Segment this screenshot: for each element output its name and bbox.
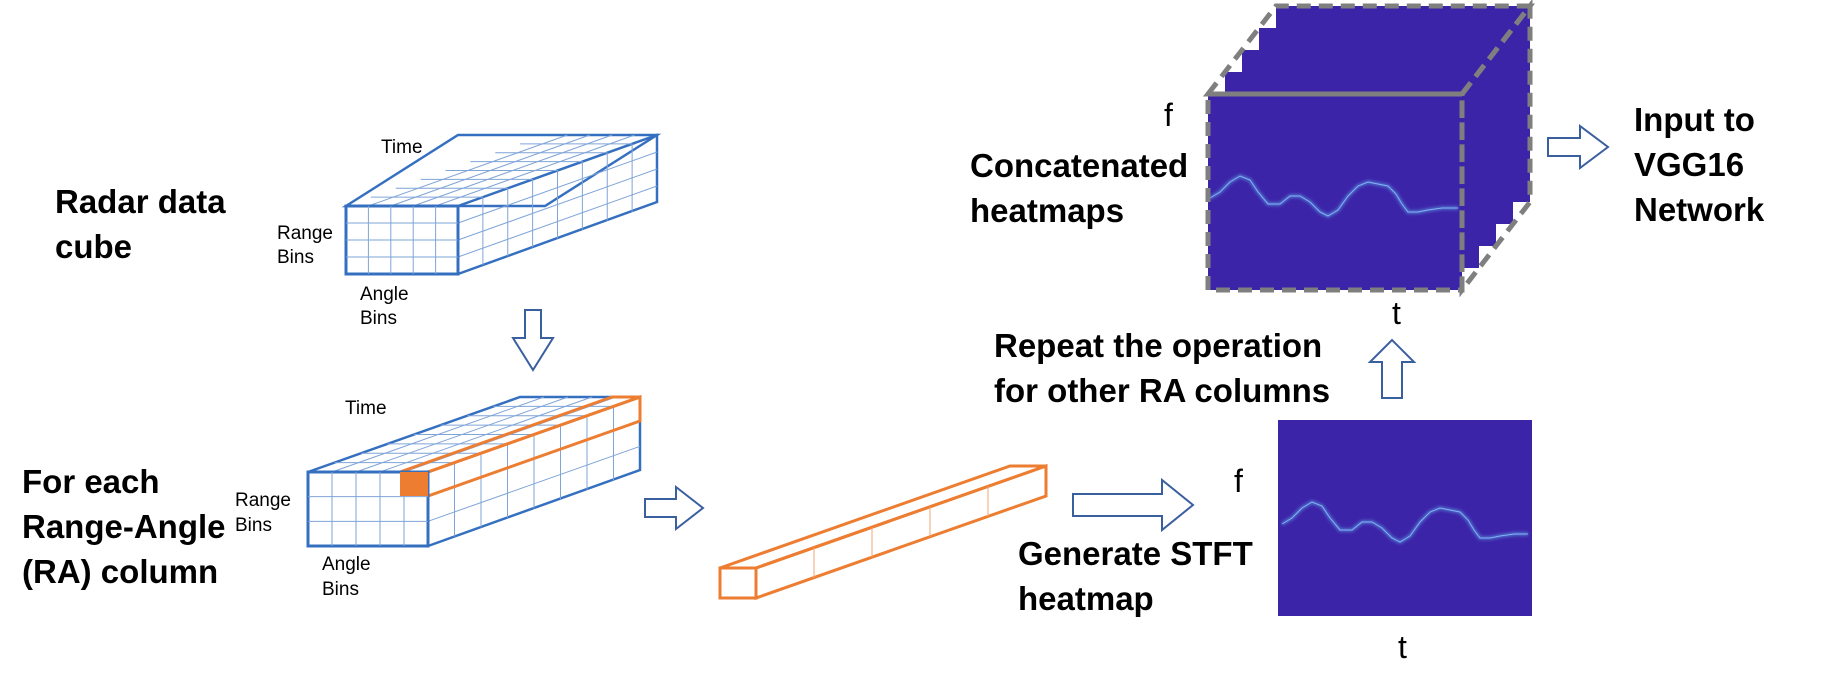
grid-line xyxy=(457,185,658,258)
cube2-angle-label-1: Angle xyxy=(322,554,371,575)
up-arrow-icon xyxy=(1367,338,1417,399)
cube1-time-label: Time xyxy=(381,137,423,158)
heatmap-layer-0 xyxy=(1208,94,1462,290)
cube1-front-grid xyxy=(346,206,458,274)
right-arrow-icon xyxy=(1072,477,1195,533)
concat-t-label: t xyxy=(1392,295,1401,331)
cube1-angle-label-1: Angle xyxy=(360,284,409,305)
for-each-label-1: For each xyxy=(22,463,160,500)
radar-cube-label-1: Radar data xyxy=(55,183,226,220)
cube2-front-grid xyxy=(308,472,428,546)
stft-heatmap-background xyxy=(1278,420,1532,616)
cube2-angle-label-2: Bins xyxy=(322,579,359,600)
right-arrow-icon xyxy=(1547,124,1610,170)
stack-front-dashed xyxy=(1205,91,1465,293)
concatenated-label-2: heatmaps xyxy=(970,192,1124,229)
stack-side-dashed xyxy=(1459,0,1533,298)
stft-t-label: t xyxy=(1398,629,1407,665)
concat-f-label: f xyxy=(1164,97,1173,133)
cube1-range-label-1: Range xyxy=(277,223,333,244)
grid-line xyxy=(457,151,658,224)
generate-stft-label-1: Generate STFT xyxy=(1018,535,1253,572)
stft-trace-core xyxy=(1281,501,1528,543)
radar-cube-ra-column xyxy=(306,394,642,548)
input-vgg-label-2: VGG16 xyxy=(1634,146,1744,183)
radar-data-cube xyxy=(341,133,662,276)
repeat-label-1: Repeat the operation xyxy=(994,327,1322,364)
extracted-ra-column xyxy=(718,463,1048,601)
concatenated-label-1: Concatenated xyxy=(970,147,1188,184)
cube2-time-label: Time xyxy=(345,398,387,419)
radar-cube-label-2: cube xyxy=(55,228,132,265)
column-side-grid xyxy=(813,486,989,578)
concatenated-heatmaps xyxy=(1202,0,1536,298)
repeat-label-2: for other RA columns xyxy=(994,372,1330,409)
input-vgg-label-3: Network xyxy=(1634,191,1765,228)
stft-f-label: f xyxy=(1234,463,1243,499)
for-each-label-2: Range-Angle xyxy=(22,508,226,545)
column-front-face xyxy=(718,566,758,600)
input-vgg-label-1: Input to xyxy=(1634,101,1755,138)
ra-cell-highlight xyxy=(400,472,428,496)
generate-stft-label-2: heatmap xyxy=(1018,580,1154,617)
grid-line xyxy=(427,445,641,522)
right-arrow-icon xyxy=(644,484,705,532)
column-side-face xyxy=(754,463,1048,601)
cube1-side-grid xyxy=(457,143,658,266)
down-arrow-icon xyxy=(511,309,555,372)
cube1-top-grid xyxy=(368,134,635,207)
stft-heatmap xyxy=(1278,420,1532,616)
cube2-range-label-2: Bins xyxy=(235,515,272,536)
cube1-angle-label-2: Bins xyxy=(360,308,397,329)
cube2-range-label-1: Range xyxy=(235,490,291,511)
cube1-range-label-2: Bins xyxy=(277,247,314,268)
for-each-label-3: (RA) column xyxy=(22,553,218,590)
concatenated-trace-core xyxy=(1209,175,1458,217)
grid-line xyxy=(457,168,658,241)
